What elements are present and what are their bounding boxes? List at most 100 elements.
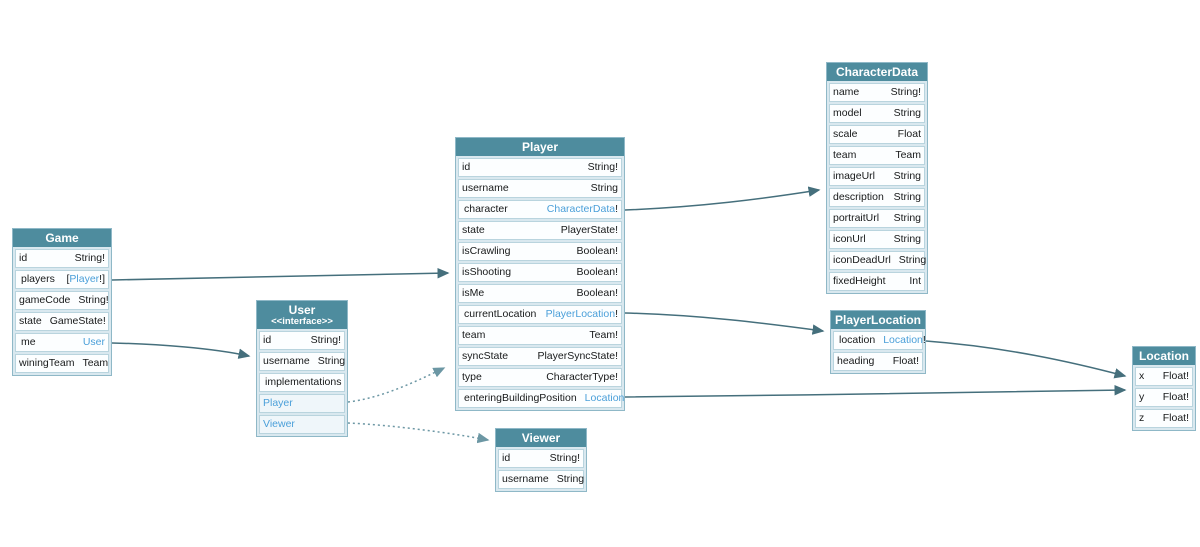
implementation-link[interactable]: Viewer [263, 418, 295, 430]
field-type: String [893, 233, 921, 245]
field-type: Boolean! [576, 245, 618, 257]
edge-game-players [111, 267, 450, 281]
field-type: Float! [1162, 370, 1189, 382]
type-header-viewer[interactable]: Viewer [496, 429, 586, 447]
type-title: Location [1139, 349, 1189, 363]
field-type: Float [897, 128, 921, 140]
field-name: fixedHeight [833, 275, 886, 287]
field-row-user-implementations[interactable]: implementations [259, 373, 345, 392]
field-type: PlayerSyncState! [537, 350, 618, 362]
field-type: String [893, 170, 921, 182]
edge-playerLocation-location [925, 340, 1127, 379]
field-type: String [556, 473, 585, 485]
type-title: Player [521, 140, 559, 154]
field-name: character [464, 203, 508, 215]
field-row-player-syncState[interactable]: syncState PlayerSyncState! [458, 347, 622, 366]
type-header-user[interactable]: User<<interface>> [257, 301, 347, 329]
field-type: Int [909, 275, 921, 287]
field-name: model [833, 107, 862, 119]
type-link[interactable]: Location [883, 334, 923, 346]
field-type: Float! [1162, 391, 1189, 403]
type-header-playerLocation[interactable]: PlayerLocation [831, 311, 925, 329]
type-link[interactable]: User [82, 336, 105, 348]
field-type: User [83, 334, 105, 351]
field-type: CharacterData! [547, 201, 618, 218]
type-title: CharacterData [835, 65, 919, 79]
field-name: gameCode [19, 294, 71, 306]
field-type: Location! [883, 332, 926, 349]
field-type: Float! [1162, 412, 1189, 424]
field-type: GameState! [49, 315, 106, 327]
edge-player-character [624, 186, 821, 211]
field-name: state [462, 224, 485, 236]
type-header-player[interactable]: Player [456, 138, 624, 156]
type-prefix: [ [66, 273, 70, 285]
field-row-player-character[interactable]: character CharacterData! [458, 200, 622, 219]
field-type: Team [82, 357, 109, 369]
field-row-game-players[interactable]: players[Player!] [15, 270, 109, 289]
implementation-link[interactable]: Player [263, 397, 293, 409]
field-row-characterData-fixedHeight[interactable]: fixedHeight Int [829, 272, 925, 291]
field-type: String! [310, 334, 341, 346]
field-name: implementations [265, 376, 342, 388]
field-row-user-Viewer[interactable]: Viewer [259, 415, 345, 434]
type-link[interactable]: Location [584, 392, 625, 404]
field-row-location-z[interactable]: z Float! [1135, 409, 1193, 428]
field-name: username [462, 182, 509, 194]
field-name: z [1139, 412, 1145, 424]
type-header-location[interactable]: Location [1133, 347, 1195, 365]
field-type: Float! [892, 355, 919, 367]
field-type: Location [585, 390, 625, 407]
type-link[interactable]: CharacterData [546, 203, 616, 215]
type-link[interactable]: Player [69, 273, 100, 285]
field-type: Boolean! [576, 287, 618, 299]
type-link[interactable]: PlayerLocation [545, 308, 616, 320]
field-name: portraitUrl [833, 212, 880, 224]
field-name: description [833, 191, 884, 203]
type-header-characterData[interactable]: CharacterData [827, 63, 927, 81]
field-name: team [833, 149, 857, 161]
type-header-game[interactable]: Game [13, 229, 111, 247]
field-name: syncState [462, 350, 509, 362]
field-row-user-Player[interactable]: Player [259, 394, 345, 413]
field-type: String! [890, 86, 921, 98]
edge-player-currentLocation [624, 312, 825, 335]
